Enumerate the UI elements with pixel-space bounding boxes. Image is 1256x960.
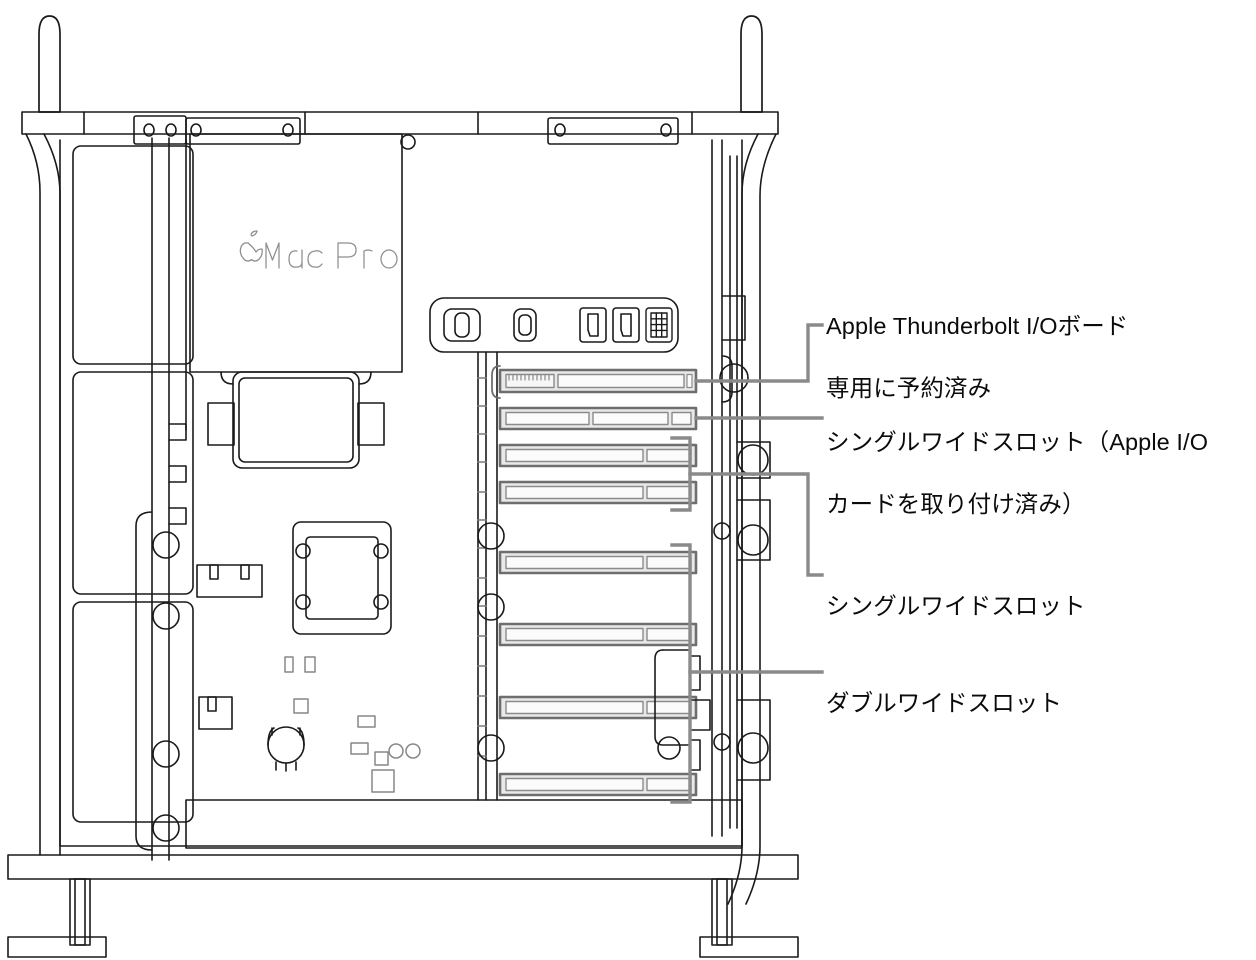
callout-thunderbolt-io-board-line-1: Apple Thunderbolt I/Oボード	[826, 313, 1129, 339]
right-rail-bays	[713, 295, 771, 781]
foot-left	[7, 878, 107, 958]
callout-single-wide-slot-with-card-line-2: カードを取り付け済み）	[826, 491, 1086, 517]
pcie-slot-7	[498, 695, 698, 720]
handle-top-right	[740, 15, 763, 113]
leader-line-thunderbolt-io-board	[694, 323, 824, 383]
board-connector-upper	[196, 564, 263, 598]
psu-connector-block	[207, 371, 385, 469]
top-mount-tab-center	[185, 117, 301, 145]
coin-battery	[267, 726, 305, 772]
bottom-rail	[7, 854, 799, 880]
bottom-board-bar	[185, 799, 743, 849]
card-guide-clips	[477, 522, 505, 762]
foot-right	[699, 878, 799, 958]
chassis-inner-body	[59, 139, 743, 847]
top-mount-tab-right	[547, 117, 679, 145]
board-round-components	[388, 743, 421, 759]
card-retention-bracket	[654, 649, 691, 760]
io-port-thunderbolt-2	[612, 307, 640, 343]
pcie-slot-6	[498, 622, 698, 647]
callout-thunderbolt-io-board-line-2: 専用に予約済み	[826, 375, 992, 401]
vent-panel-upper	[72, 145, 194, 365]
left-rail-holes	[135, 511, 180, 851]
vent-panel-lower	[72, 371, 194, 595]
board-small-components	[284, 656, 395, 793]
pcie-slot-4	[498, 480, 698, 505]
pcie-slot-8	[498, 772, 698, 797]
pcie-slot-1	[491, 365, 698, 399]
mac-pro-logo	[239, 230, 398, 269]
handle-top-left	[38, 15, 61, 113]
leader-line-single-wide	[688, 472, 824, 577]
right-inner-rail	[711, 139, 738, 837]
left-inner-rail	[151, 137, 187, 861]
pcie-slot-3	[498, 443, 698, 468]
io-port-rounded-rect	[443, 308, 481, 342]
callout-single-wide-slot-with-card: シングルワイドスロット（Apple I/O カードを取り付け済み）	[826, 396, 1208, 551]
io-port-grille	[645, 307, 673, 343]
leader-lines	[670, 323, 824, 804]
callout-double-wide-slot: ダブルワイドスロット	[826, 657, 1062, 750]
vent-panel-bottom	[72, 601, 194, 823]
io-panel-stem-ticks	[477, 377, 487, 757]
board-connector-lower	[198, 696, 233, 730]
io-port-usb-c	[513, 308, 537, 342]
callout-single-wide-slot: シングルワイドスロット	[826, 560, 1086, 653]
io-port-panel	[429, 297, 679, 353]
callout-single-wide-slot-with-card-line-1: シングルワイドスロット（Apple I/O	[826, 429, 1209, 455]
callout-double-wide-slot-line-1: ダブルワイドスロット	[826, 690, 1062, 716]
cpu-socket	[292, 521, 392, 635]
callout-single-wide-slot-line-1: シングルワイドスロット	[826, 593, 1086, 619]
callout-thunderbolt-io-board: Apple Thunderbolt I/Oボード 専用に予約済み	[826, 280, 1128, 435]
io-port-thunderbolt-1	[579, 307, 607, 343]
pcie-slot-5	[498, 550, 698, 575]
